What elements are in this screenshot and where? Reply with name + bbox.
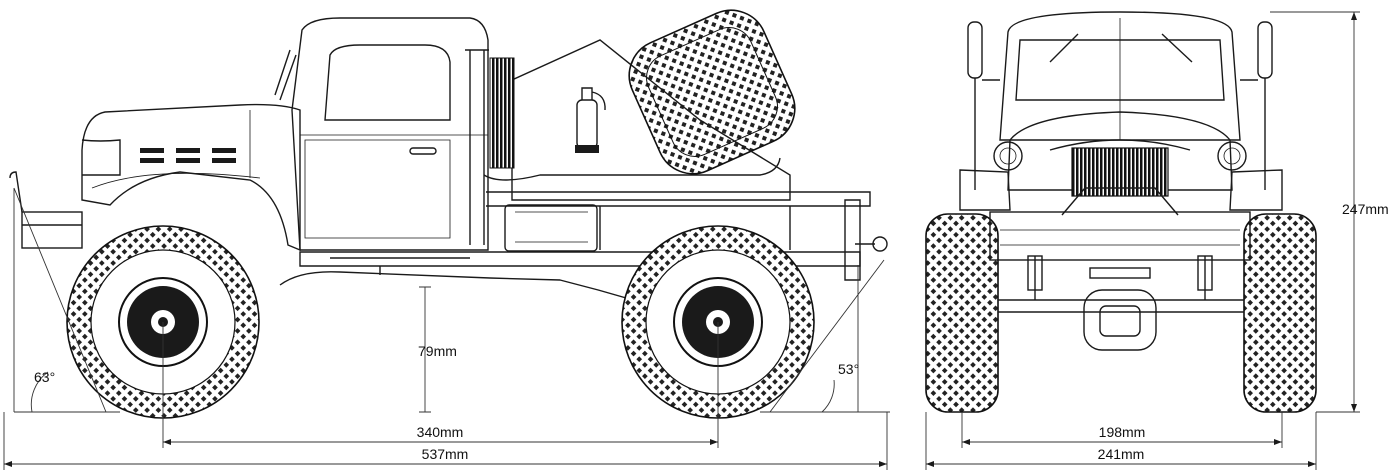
front-bull-bar-icon [989,187,1251,279]
fuel-tank-icon [504,204,598,252]
bed-box [489,39,791,201]
departure-angle-label: 53° [838,361,859,377]
spare-tire-icon [628,9,796,175]
front-bumper-icon [9,171,83,249]
overall-height-label: 247mm [1342,201,1389,217]
approach-angle-label: 63° [34,369,55,385]
front-cab [999,11,1241,141]
headlight-left-icon [993,141,1023,171]
front-right-tire-icon [1243,213,1317,413]
front-fenders [959,169,1283,211]
bed-frame [486,191,871,281]
track-width-dim [961,412,1283,448]
angle-lines [13,187,890,413]
wheelbase-dim [162,322,719,448]
overall-height-dim [1270,11,1360,413]
rear-hitch-icon [855,236,888,252]
overall-width-label: 241mm [1098,446,1145,462]
fire-extinguisher-icon [575,87,606,153]
hood-fender [81,103,301,252]
overall-length-dim [3,412,888,470]
overall-length-label: 537mm [422,446,469,462]
side-view [3,9,890,470]
track-width-label: 198mm [1099,424,1146,440]
front-left-tire-icon [925,213,999,413]
front-axle [998,255,1244,351]
cab-body [274,17,489,251]
wheelbase-label: 340mm [417,424,464,440]
front-view [925,11,1360,470]
ground-clearance-dim [419,286,431,413]
exhaust-stack-icon [465,49,781,245]
ground-clearance-label: 79mm [418,343,457,359]
headlight-right-icon [1217,141,1247,171]
overall-width-dim [925,412,1317,470]
side-mirrors-icon [967,21,1273,190]
